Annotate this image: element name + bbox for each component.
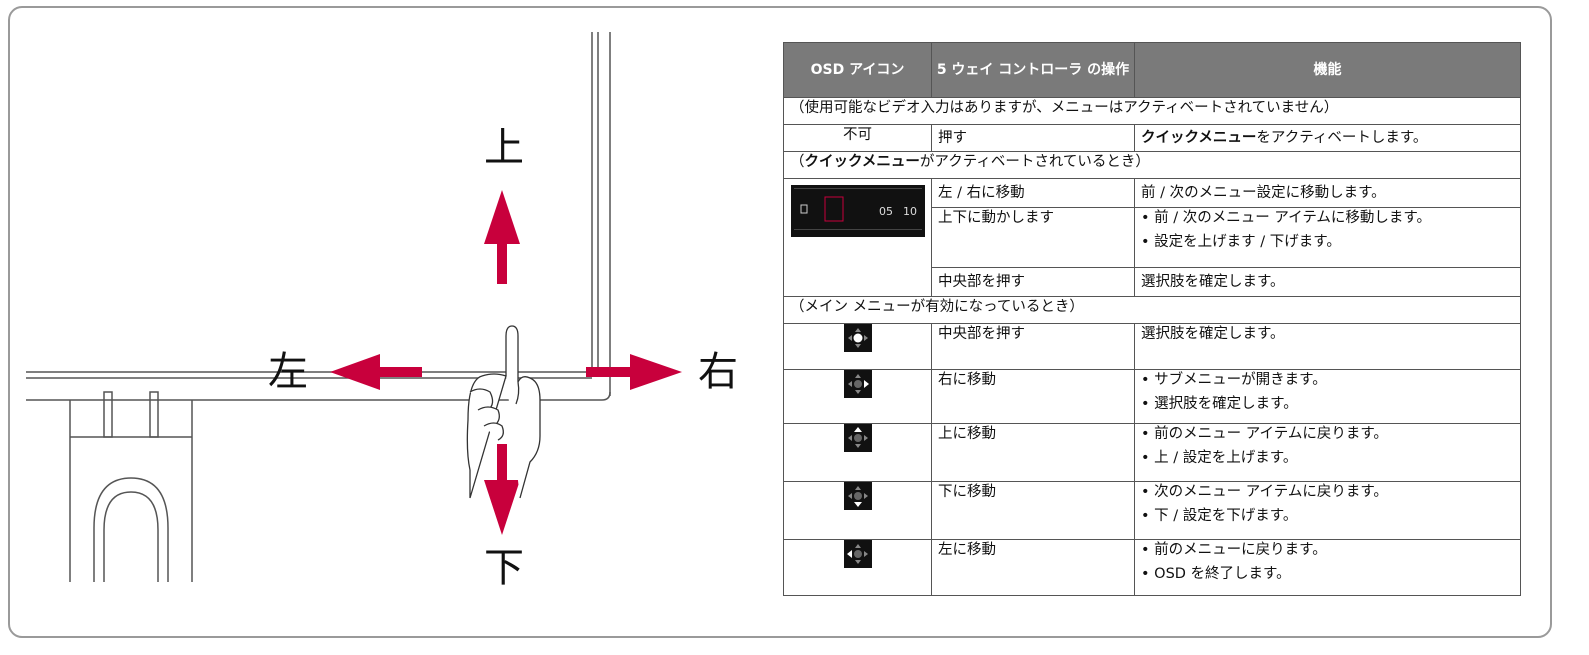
cell-operation: 右に移動 [931,369,1135,424]
figure-frame [8,6,1552,638]
cell-operation: 中央部を押す [931,267,1135,297]
up-arrow-shaft [497,240,507,284]
function-bullet: • 次のメニュー アイテムに戻ります。 [1141,484,1388,500]
table-row: 上下に動かします • 前 / 次のメニュー アイテムに移動します。 • 設定を上… [784,207,1521,268]
down-move-icon [843,482,872,510]
function-bullet: • 上 / 設定を上げます。 [1141,450,1298,466]
cell-operation: 下に移動 [931,481,1135,540]
cell-function: クイックメニューをアクティベートします。 [1134,124,1521,152]
quick-menu-value-2: 10 [903,205,917,218]
right-move-icon [843,370,872,398]
header-osd-icon: OSD アイコン [783,42,932,98]
cell-function: • サブメニューが開きます。 • 選択肢を確定します。 [1134,369,1521,424]
cell-icon [783,539,932,596]
section-label-quick-menu: （クイックメニューがアクティベートされているとき） [783,151,1521,179]
function-bullet: • 前のメニュー アイテムに戻ります。 [1141,426,1388,442]
table-row: 右に移動 • サブメニューが開きます。 • 選択肢を確定します。 [783,369,1521,424]
quick-menu-thumbnail: 05 10 [790,185,925,237]
right-arrow-head [630,354,682,390]
cell-operation: 上に移動 [931,423,1135,482]
left-arrow-head [330,354,380,390]
cell-icon [783,323,932,370]
cell-operation: 上下に動かします [931,207,1135,268]
cell-function: • 前 / 次のメニュー アイテムに移動します。 • 設定を上げます / 下げま… [1134,207,1521,268]
function-text: をアクティベートします。 [1256,130,1428,146]
function-bullet: • 設定を上げます / 下げます。 [1141,234,1341,250]
function-bullet: • OSD を終了します。 [1141,566,1291,582]
cell-operation: 左 / 右に移動 [931,178,1135,208]
cell-operation: 左に移動 [931,539,1135,596]
function-bullet: • 前のメニューに戻ります。 [1141,542,1327,558]
cell-function: • 前のメニュー アイテムに戻ります。 • 上 / 設定を上げます。 [1134,423,1521,482]
down-arrow-shaft [497,444,507,484]
cell-function: • 次のメニュー アイテムに戻ります。 • 下 / 設定を下げます。 [1134,481,1521,540]
table-row: 05 10 左 / 右に移動 前 / 次のメニュー設定に移動します。 [783,178,1521,297]
cell-icon [783,481,932,540]
section-row-main-menu: （メイン メニューが有効になっているとき） [783,296,1521,324]
up-move-icon [843,424,872,452]
osd-control-table: OSD アイコン 5 ウェイ コントローラ の操作 機能 （使用可能なビデオ入力… [783,42,1521,596]
hand-illustration [466,325,541,499]
function-bullet: • 選択肢を確定します。 [1141,396,1298,412]
cell-function: 前 / 次のメニュー設定に移動します。 [1134,178,1521,208]
table-row: 左に移動 • 前のメニューに戻ります。 • OSD を終了します。 [783,539,1521,596]
function-bullet: • 下 / 設定を下げます。 [1141,508,1298,524]
cell-operation: 押す [931,124,1135,152]
quick-menu-term: クイックメニュー [804,154,920,170]
up-arrow-head [484,190,520,244]
header-controller-operation: 5 ウェイ コントローラ の操作 [931,42,1135,98]
function-bullet: • 前 / 次のメニュー アイテムに移動します。 [1141,210,1431,226]
quick-menu-term: クイックメニュー [1141,130,1257,146]
function-bullet: • サブメニューが開きます。 [1141,372,1327,388]
down-arrow-head [484,480,520,535]
cell-icon [783,369,932,424]
cell-quick-menu-thumbnail: 05 10 [783,178,932,297]
direction-label-right: 右 [698,349,738,395]
table-row: 上に移動 • 前のメニュー アイテムに戻ります。 • 上 / 設定を上げます。 [783,423,1521,482]
monitor-controller-illustration [26,32,682,582]
quick-menu-value-1: 05 [879,205,893,218]
left-move-icon [843,540,872,568]
section-row-quick-menu: （クイックメニューがアクティベートされているとき） [783,151,1521,179]
cell-function: 選択肢を確定します。 [1134,323,1521,370]
cell-icon-unavailable: 不可 [783,124,932,152]
table-row: 不可 押す クイックメニューをアクティベートします。 [783,124,1521,152]
table-header-row: OSD アイコン 5 ウェイ コントローラ の操作 機能 [783,42,1521,98]
table-row: 中央部を押す 選択肢を確定します。 [783,323,1521,370]
table-row: 中央部を押す 選択肢を確定します。 [784,267,1521,297]
section-row-no-menu: （使用可能なビデオ入力はありますが、メニューはアクティベートされていません） [783,97,1521,125]
cell-operation: 中央部を押す [931,323,1135,370]
cell-function: • 前のメニューに戻ります。 • OSD を終了します。 [1134,539,1521,596]
direction-label-left: 左 [268,349,308,395]
quick-menu-screen: 05 10 [790,185,925,237]
center-press-icon [843,324,872,352]
monitor-edge [26,32,611,401]
right-arrow-shaft [586,367,634,377]
direction-label-down: 下 [484,545,524,591]
cell-function: 選択肢を確定します。 [1134,267,1521,297]
direction-arrows [330,190,682,535]
cell-icon [783,423,932,482]
direction-label-up: 上 [484,125,524,171]
monitor-stand [69,391,193,582]
section-label-no-menu: （使用可能なビデオ入力はありますが、メニューはアクティベートされていません） [783,97,1521,125]
table-row: 下に移動 • 次のメニュー アイテムに戻ります。 • 下 / 設定を下げます。 [783,481,1521,540]
section-label-main-menu: （メイン メニューが有効になっているとき） [783,296,1521,324]
left-arrow-shaft [376,367,422,377]
header-function: 機能 [1134,42,1521,98]
